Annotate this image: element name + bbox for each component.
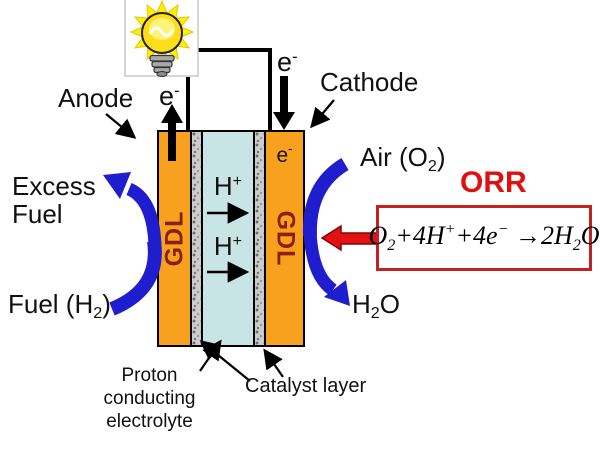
- catalyst-right-pointer-arrow: [263, 348, 284, 378]
- anode-gdl-layer: GDL: [157, 130, 192, 347]
- electron-label-anode-wire: e-: [159, 81, 180, 111]
- light-bulb-icon: [124, 0, 199, 77]
- catalyst-layer-label: Catalyst layer: [245, 375, 367, 397]
- orr-title: ORR: [460, 166, 527, 199]
- cathode-pointer-arrow: [310, 99, 335, 129]
- electron-label-cathode-gdl: e-: [276, 141, 293, 167]
- proton-electrolyte-label: Proton conducting electrolyte: [103, 365, 196, 432]
- cathode-label: Cathode: [320, 67, 419, 97]
- bulb-base: [149, 54, 175, 62]
- orr-equation-box: O2+4H++4e− →2H2O: [368, 205, 600, 271]
- bulb-rays: [129, 0, 195, 65]
- air-o2-label: Air (O2): [360, 142, 446, 175]
- air-flow-arrow: [302, 157, 350, 306]
- orr-equation: O2+4H++4e− →2H2O: [368, 221, 600, 254]
- anode-pointer-arrow: [105, 113, 137, 139]
- proton-label-2: H+: [213, 231, 243, 261]
- electron-down-arrow: [273, 76, 295, 130]
- excess-fuel-label: Excess Fuel: [12, 171, 96, 229]
- proton-label-1: H+: [213, 171, 243, 201]
- circuit-wire-right: [198, 48, 272, 131]
- bulb-filament: [148, 26, 175, 37]
- fuel-h2-label: Fuel (H2): [8, 289, 111, 322]
- anode-gdl-label: GDL: [160, 210, 188, 267]
- electron-label-cathode-wire: e-: [277, 47, 298, 77]
- bulb-glow: [149, 18, 175, 40]
- cathode-gdl-layer: GDL: [264, 130, 305, 347]
- h2o-label: H2O: [352, 289, 400, 322]
- cathode-gdl-label: GDL: [271, 210, 299, 267]
- bulb-glass: [141, 12, 183, 54]
- catalyst-left-pointer-arrow: [199, 340, 251, 382]
- anode-label: Anode: [58, 83, 134, 113]
